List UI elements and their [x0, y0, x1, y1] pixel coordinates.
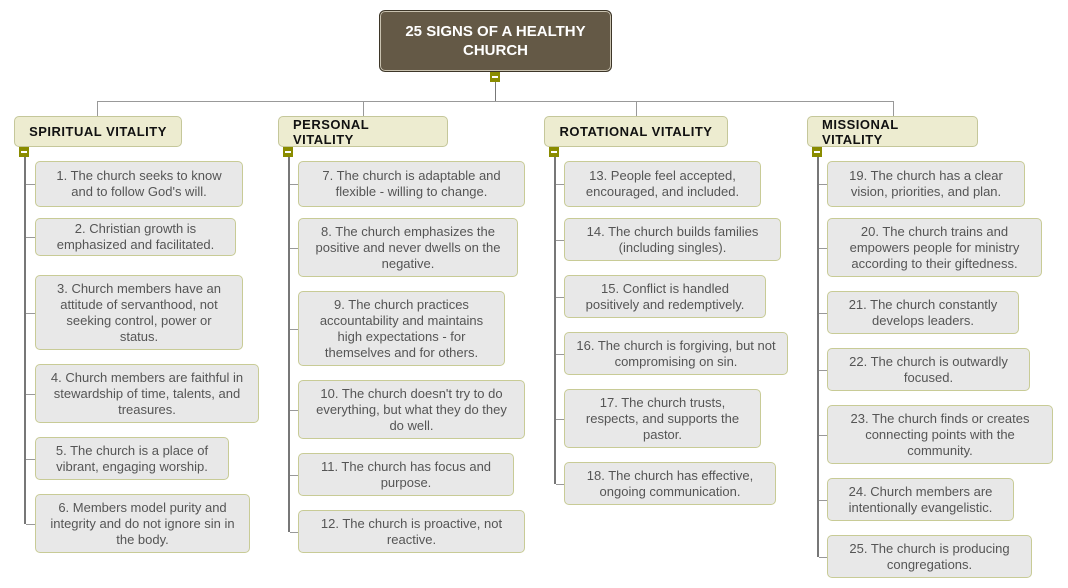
connector — [819, 499, 827, 501]
sign-topic[interactable]: 23. The church finds or creates connecti… — [827, 405, 1053, 464]
connector — [819, 247, 827, 249]
collapse-toggle-icon[interactable] — [812, 147, 822, 157]
connector — [556, 353, 564, 355]
connector — [290, 328, 298, 330]
connector — [556, 418, 564, 420]
connector — [819, 434, 827, 436]
connector — [290, 474, 298, 476]
sign-topic[interactable]: 2. Christian growth is emphasized and fa… — [35, 218, 236, 256]
sign-topic[interactable]: 25. The church is producing congregation… — [827, 535, 1032, 578]
sign-topic[interactable]: 18. The church has effective, ongoing co… — [564, 462, 776, 505]
connector — [26, 184, 35, 185]
sign-topic[interactable]: 10. The church doesn't try to do everyth… — [298, 380, 525, 439]
connector — [24, 157, 26, 524]
sign-topic[interactable]: 1. The church seeks to know and to follo… — [35, 161, 243, 207]
connector — [26, 393, 35, 395]
sign-topic[interactable]: 19. The church has a clear vision, prior… — [827, 161, 1025, 207]
connector — [556, 296, 564, 298]
sign-topic[interactable]: 22. The church is outwardly focused. — [827, 348, 1030, 391]
connector — [819, 556, 827, 558]
connector — [636, 101, 637, 116]
sign-topic[interactable]: 17. The church trusts, respects, and sup… — [564, 389, 761, 448]
sign-topic[interactable]: 16. The church is forgiving, but not com… — [564, 332, 788, 375]
connector — [817, 157, 819, 557]
sign-topic[interactable]: 20. The church trains and empowers peopl… — [827, 218, 1042, 277]
connector — [893, 101, 894, 116]
connector — [554, 157, 556, 484]
connector — [97, 101, 894, 102]
sign-topic[interactable]: 8. The church emphasizes the positive an… — [298, 218, 518, 277]
connector — [290, 409, 298, 411]
collapse-toggle-icon[interactable] — [549, 147, 559, 157]
connector — [26, 458, 35, 460]
collapse-toggle-icon[interactable] — [490, 72, 500, 82]
sign-topic[interactable]: 11. The church has focus and purpose. — [298, 453, 514, 496]
connector — [556, 239, 564, 241]
connector — [288, 157, 290, 532]
sign-topic[interactable]: 12. The church is proactive, not reactiv… — [298, 510, 525, 553]
sign-topic[interactable]: 3. Church members have an attitude of se… — [35, 275, 243, 350]
sign-topic[interactable]: 14. The church builds families (includin… — [564, 218, 781, 261]
connector — [26, 523, 35, 525]
sign-topic[interactable]: 15. Conflict is handled positively and r… — [564, 275, 766, 318]
connector — [363, 101, 364, 116]
sign-topic[interactable]: 5. The church is a place of vibrant, eng… — [35, 437, 229, 480]
collapse-toggle-icon[interactable] — [283, 147, 293, 157]
connector — [819, 184, 827, 185]
connector — [290, 184, 298, 185]
root-topic[interactable]: 25 SIGNS OF A HEALTHY CHURCH — [379, 10, 612, 72]
category-topic[interactable]: ROTATIONAL VITALITY — [544, 116, 728, 147]
connector — [290, 247, 298, 249]
category-topic[interactable]: MISSIONAL VITALITY — [807, 116, 978, 147]
sign-topic[interactable]: 9. The church practices accountability a… — [298, 291, 505, 366]
connector — [26, 237, 35, 238]
sign-topic[interactable]: 24. Church members are intentionally eva… — [827, 478, 1014, 521]
connector — [819, 312, 827, 314]
connector — [556, 184, 564, 185]
sign-topic[interactable]: 7. The church is adaptable and flexible … — [298, 161, 525, 207]
connector — [97, 101, 98, 116]
sign-topic[interactable]: 6. Members model purity and integrity an… — [35, 494, 250, 553]
sign-topic[interactable]: 21. The church constantly develops leade… — [827, 291, 1019, 334]
connector — [26, 312, 35, 314]
collapse-toggle-icon[interactable] — [19, 147, 29, 157]
connector — [819, 369, 827, 371]
connector — [495, 82, 496, 101]
connector — [556, 483, 564, 485]
category-topic[interactable]: PERSONAL VITALITY — [278, 116, 448, 147]
sign-topic[interactable]: 13. People feel accepted, encouraged, an… — [564, 161, 761, 207]
connector — [290, 531, 298, 533]
category-topic[interactable]: SPIRITUAL VITALITY — [14, 116, 182, 147]
sign-topic[interactable]: 4. Church members are faithful in stewar… — [35, 364, 259, 423]
